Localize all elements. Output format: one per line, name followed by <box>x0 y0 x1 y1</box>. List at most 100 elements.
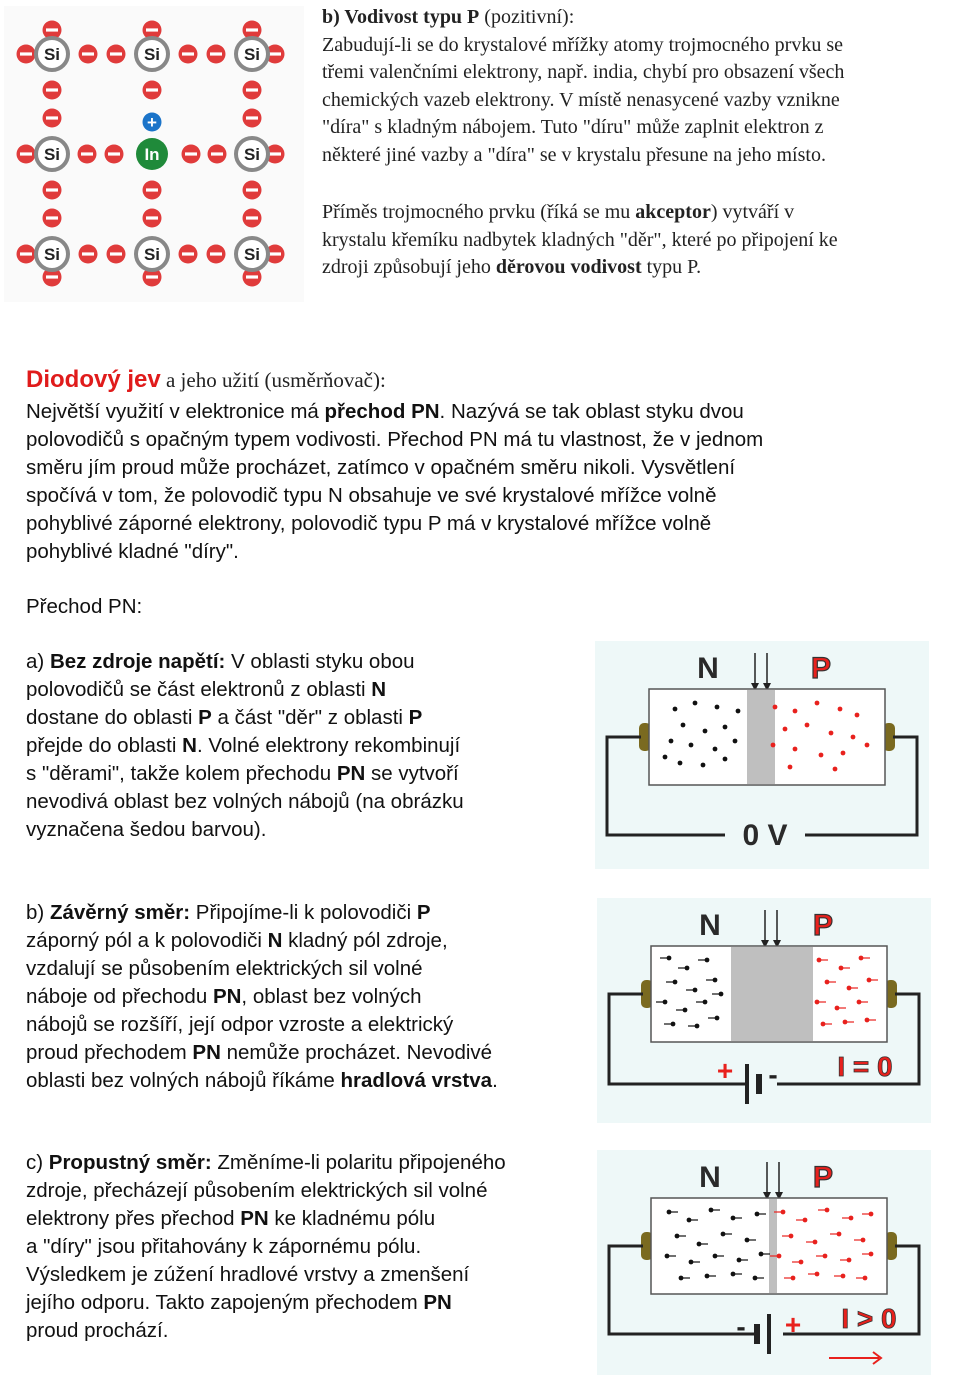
p-type-para-line: třemi valenčními elektrony, např. india,… <box>322 61 845 83</box>
minus-bar <box>46 88 58 92</box>
silicon-label: Si <box>44 145 60 164</box>
minus-bar <box>146 216 158 220</box>
p-type-para-line: chemických vazeb elektrony. V místě nena… <box>322 88 840 111</box>
silicon-label: Si <box>144 245 160 264</box>
electron-icon <box>78 244 98 264</box>
electron-icon <box>106 244 126 264</box>
electron-icon <box>142 20 162 40</box>
electron-dot <box>692 700 698 706</box>
pn-junction-term: přechod PN <box>324 400 440 423</box>
silicon-atom: Si <box>34 36 70 72</box>
electron-dot <box>688 742 694 748</box>
n-label: N <box>699 909 721 942</box>
electron-dot <box>712 746 718 752</box>
hole-dot <box>780 1209 786 1215</box>
minus-bar <box>46 275 58 279</box>
current-label: I = 0 <box>837 1051 892 1082</box>
depletion-layer <box>769 1199 777 1293</box>
electron-dot <box>692 987 698 993</box>
electron-dot <box>744 1237 750 1243</box>
electron-dot <box>696 1241 702 1247</box>
electron-icon <box>178 244 198 264</box>
hole-dot <box>790 1275 796 1281</box>
minus-bar <box>146 88 158 92</box>
indium-label: In <box>144 145 159 164</box>
hole-dot <box>864 1017 870 1023</box>
silicon-circle <box>134 36 170 72</box>
electron-dot <box>732 738 738 744</box>
silicon-atom: Si <box>234 36 270 72</box>
electron-icon <box>142 180 162 200</box>
electron-icon <box>104 144 124 164</box>
hole-dot <box>842 1019 848 1025</box>
silicon-atom: Si <box>134 36 170 72</box>
electron-icon <box>206 244 226 264</box>
minus-bar <box>269 152 281 156</box>
electron-dot <box>662 999 668 1005</box>
silicon-atom: Si <box>234 236 270 272</box>
electron-icon <box>265 44 285 64</box>
diode-paragraph: Největší využití v elektronice má přecho… <box>26 400 764 563</box>
minus-bar <box>20 152 32 156</box>
battery-minus: - <box>768 1059 777 1090</box>
p-label: P <box>811 652 831 685</box>
hole-sign: + <box>147 113 157 132</box>
pn-junction-heading: Přechod PN: <box>26 595 143 618</box>
depletion-layer <box>747 690 775 784</box>
minus-bar <box>81 152 93 156</box>
electron-dot <box>666 955 672 961</box>
electron-icon <box>242 20 262 40</box>
hole-dot <box>850 734 856 740</box>
electron-icon <box>42 267 62 287</box>
electron-dot <box>686 1217 692 1223</box>
silicon-atom: Si <box>34 136 70 172</box>
electron-icon <box>242 267 262 287</box>
minus-bar <box>110 252 122 256</box>
silicon-circle <box>134 236 170 272</box>
hole-dot <box>822 1253 828 1259</box>
electron-dot <box>708 1207 714 1213</box>
electron-dot <box>730 1215 736 1221</box>
electron-icon <box>242 108 262 128</box>
minus-bar <box>246 188 258 192</box>
electron-icon <box>77 144 97 164</box>
silicon-atom: Si <box>234 136 270 172</box>
p-type-para-line: Zabudují-li se do krystalové mřížky atom… <box>322 33 843 56</box>
electron-icon <box>242 80 262 100</box>
hole-dot <box>862 1275 868 1281</box>
minus-bar <box>46 188 58 192</box>
electron-dot <box>688 1259 694 1265</box>
minus-bar <box>110 52 122 56</box>
hole-dot <box>772 704 778 710</box>
minus-bar <box>146 275 158 279</box>
hole-dot <box>798 1259 804 1265</box>
electron-dot <box>754 1211 760 1217</box>
electron-icon <box>265 144 285 164</box>
acceptor-term: akceptor <box>635 201 711 223</box>
minus-bar <box>269 252 281 256</box>
minus-bar <box>46 116 58 120</box>
silicon-circle <box>234 236 270 272</box>
electron-dot <box>714 704 720 710</box>
electron-dot <box>712 1253 718 1259</box>
case-b-text: b) Závěrný směr: Připojíme-li k polovodi… <box>26 901 498 1092</box>
electron-icon <box>42 208 62 228</box>
electron-icon <box>207 144 227 164</box>
right-contact <box>885 980 897 1008</box>
silicon-label: Si <box>44 45 60 64</box>
silicon-label: Si <box>44 245 60 264</box>
silicon-label: Si <box>244 45 260 64</box>
electron-dot <box>752 1275 758 1281</box>
electron-icon <box>16 144 36 164</box>
p-label: P <box>813 909 833 942</box>
electron-dot <box>672 979 678 985</box>
hole-dot <box>792 746 798 752</box>
minus-bar <box>246 88 258 92</box>
minus-bar <box>211 152 223 156</box>
hole-dot <box>814 999 820 1005</box>
minus-bar <box>20 52 32 56</box>
minus-bar <box>246 116 258 120</box>
hole-dot <box>832 766 838 772</box>
hole-icon: + <box>142 112 162 132</box>
